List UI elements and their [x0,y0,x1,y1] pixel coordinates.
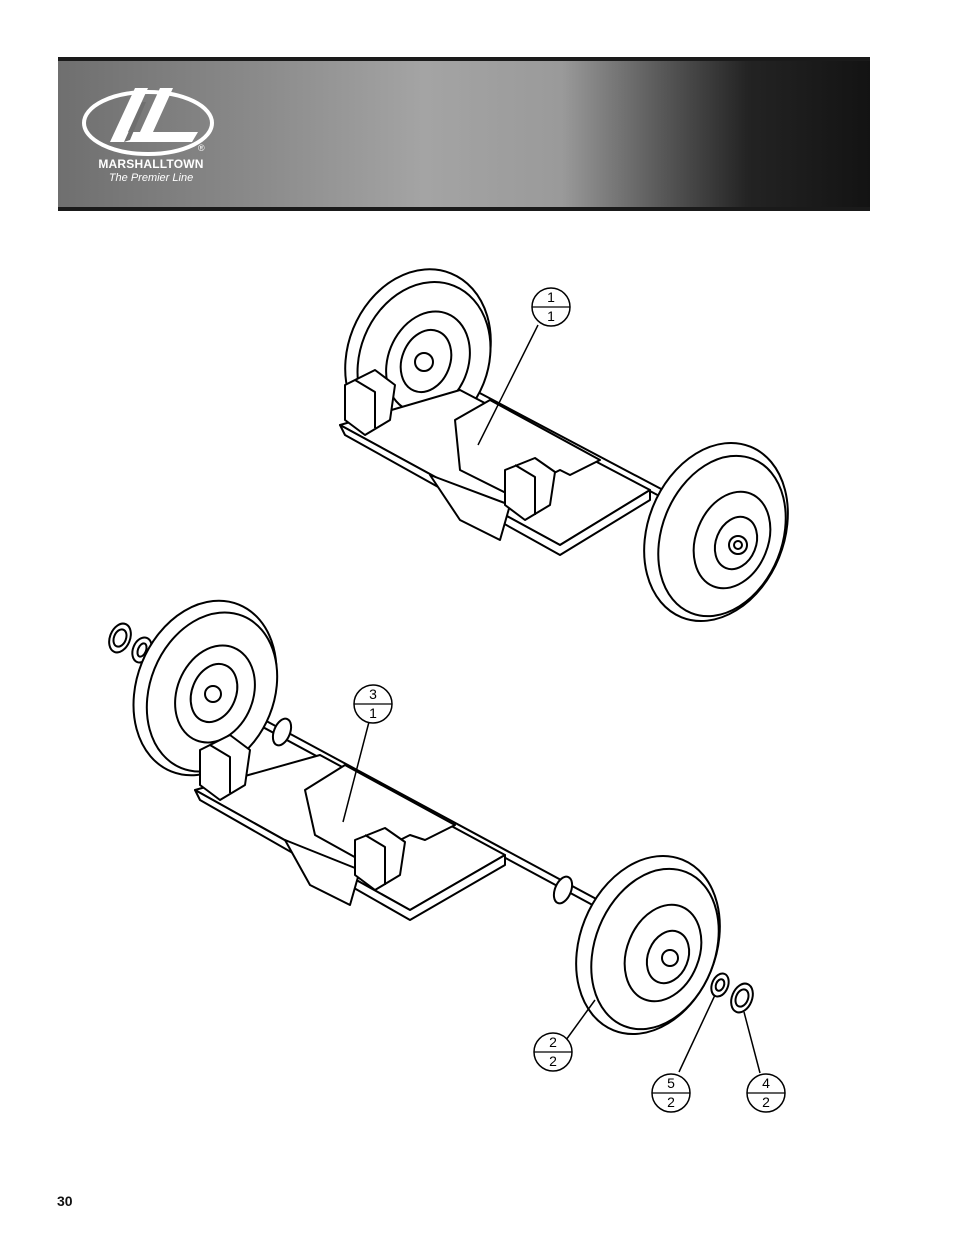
callout-part-number: 1 [547,289,555,305]
bottom-right-bearing [708,971,757,1016]
callout-quantity: 1 [547,308,555,324]
callout-5: 5 2 [652,1074,690,1112]
callout-part-number: 2 [549,1034,557,1050]
callout-quantity: 2 [667,1094,675,1110]
bottom-axle-assembly [105,579,760,1073]
callout-part-number: 5 [667,1075,675,1091]
callout-quantity: 2 [762,1094,770,1110]
callout-part-number: 3 [369,686,377,702]
callout-4: 4 2 [747,1074,785,1112]
top-right-wheel [618,421,813,643]
callout-3: 3 1 [354,685,392,723]
callout-quantity: 1 [369,705,377,721]
page-number: 30 [57,1193,73,1209]
bottom-right-wheel [550,834,745,1056]
callout-part-number: 4 [762,1075,770,1091]
callout-2: 2 2 [534,1033,572,1071]
callout-1: 1 1 [532,288,570,326]
callout-quantity: 2 [549,1053,557,1069]
